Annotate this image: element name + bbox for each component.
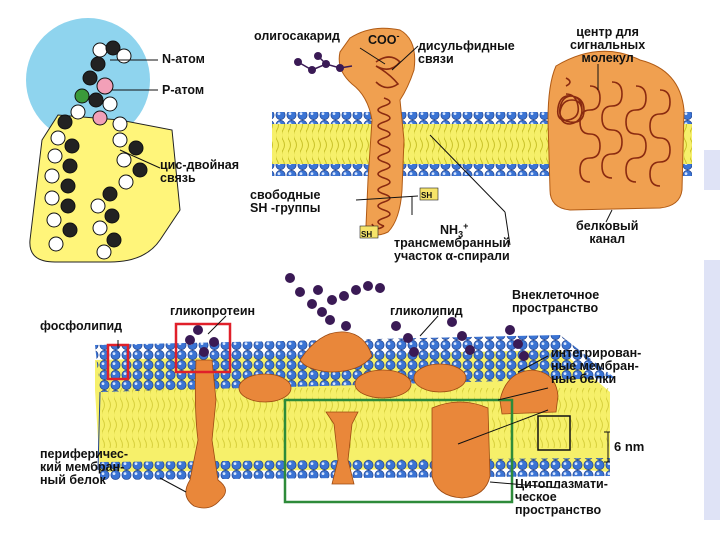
protein-channel-label: белковый канал — [576, 220, 638, 246]
signal-center-label: центр для сигнальных молекул — [570, 26, 645, 65]
sh-tag-upper: SH — [421, 189, 432, 202]
oligosaccharide-chain — [294, 52, 344, 74]
thickness-label: 6 nm — [614, 440, 644, 453]
phospholipid-bottom-label: фосфолипид — [40, 320, 122, 333]
p-atom-label: P-атом — [162, 84, 204, 97]
oligosaccharide-label: олигосакарид — [254, 30, 340, 43]
cis-bond-label: цис-двойная связь — [160, 159, 239, 185]
coo-label: COO- — [368, 30, 399, 47]
channel-protein — [548, 51, 684, 222]
free-sh-label: свободные SH -группы — [250, 189, 320, 215]
coo-text: COO — [368, 33, 396, 47]
integral-proteins-label: интегрирован- ные мембран- ные белки — [551, 347, 641, 386]
extracellular-label: Внеклеточное пространство — [512, 289, 599, 315]
coo-charge: - — [396, 31, 399, 41]
cytoplasmic-label: Цитоплазмати- ческое пространство — [515, 478, 608, 517]
glycoprotein-label: гликопротеин — [170, 305, 255, 318]
phospholipid-molecule — [26, 18, 180, 262]
peripheral-protein-label: периферичес- кий мембран- ный белок — [40, 448, 128, 487]
transmembrane-label: трансмембранный участок α-спирали — [394, 237, 510, 263]
disulfide-label: дисульфидные связи — [418, 40, 515, 66]
sh-tag-lower: SH — [361, 228, 372, 241]
n-atom-label: N-атом — [162, 53, 205, 66]
glycolipid-label: гликолипид — [390, 305, 463, 318]
nh3-charge: + — [463, 221, 468, 231]
